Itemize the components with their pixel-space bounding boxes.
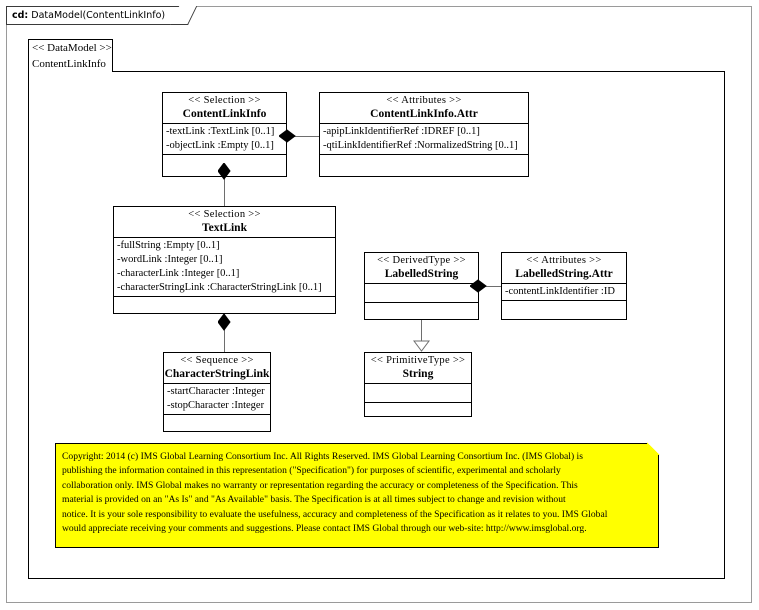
attribute-row: -wordLink :Integer [0..1]: [117, 254, 223, 265]
package-header: << DataModel >> ContentLinkInfo: [28, 39, 113, 72]
class-header: << PrimitiveType >> String: [365, 353, 471, 384]
attribute-row: -contentLinkIdentifier :ID: [505, 286, 615, 297]
connector-contentlinkinfo-to-attr: [287, 136, 319, 137]
class-name: String: [402, 368, 434, 380]
note-line: would appreciate receiving your comments…: [62, 523, 587, 535]
connector-labelledstring-to-attr: [479, 286, 501, 287]
note-line: notice. It is your sole responsibility t…: [62, 508, 608, 520]
class-name: LabelledString: [384, 268, 459, 280]
class-stereotype: << Attributes >>: [386, 95, 462, 106]
generalization-arrow-string: [413, 340, 430, 352]
class-textlink[interactable]: << Selection >> TextLink -fullString :Em…: [113, 206, 336, 314]
attributes-compartment: -contentLinkIdentifier :ID: [502, 284, 626, 301]
attribute-row: -qtiLinkIdentifierRef :NormalizedString …: [323, 140, 518, 151]
attribute-row: -stopCharacter :Integer: [167, 400, 265, 411]
class-stereotype: << Selection >>: [188, 209, 261, 220]
note-line: publishing the information contained in …: [62, 465, 561, 477]
class-header: << DerivedType >> LabelledString: [365, 253, 478, 284]
class-string[interactable]: << PrimitiveType >> String: [364, 352, 472, 417]
connector-contentlinkinfo-to-textlink: [224, 163, 225, 206]
note-line: collaboration only. IMS Global makes no …: [62, 479, 578, 491]
class-header: << Selection >> TextLink: [114, 207, 335, 238]
class-header: << Attributes >> ContentLinkInfo.Attr: [320, 93, 528, 124]
attribute-row: -startCharacter :Integer: [167, 386, 265, 397]
note-line: material is provided on an "As Is" and "…: [62, 494, 566, 506]
operations-compartment: [502, 301, 626, 319]
class-labelledstring[interactable]: << DerivedType >> LabelledString: [364, 252, 479, 320]
note-line: Copyright: 2014 (c) IMS Global Learning …: [62, 451, 583, 462]
class-header: << Sequence >> CharacterStringLink: [164, 353, 270, 384]
operations-compartment: [114, 297, 335, 315]
class-name: CharacterStringLink: [164, 368, 270, 380]
attributes-compartment: -fullString :Empty [0..1] -wordLink :Int…: [114, 238, 335, 297]
attributes-compartment: [365, 384, 471, 403]
diagram-title: DataModel(ContentLinkInfo): [31, 10, 166, 21]
operations-compartment: [320, 155, 528, 173]
class-stereotype: << DerivedType >>: [377, 255, 466, 266]
attribute-row: -characterStringLink :CharacterStringLin…: [117, 282, 322, 293]
class-name: TextLink: [202, 222, 247, 234]
class-contentlinkinfo-attr[interactable]: << Attributes >> ContentLinkInfo.Attr -a…: [319, 92, 529, 177]
attribute-row: -fullString :Empty [0..1]: [117, 240, 220, 251]
class-header: << Attributes >> LabelledString.Attr: [502, 253, 626, 284]
class-stereotype: << Sequence >>: [180, 355, 254, 366]
class-name: ContentLinkInfo.Attr: [370, 108, 478, 120]
connector-textlink-to-characterstringlink: [224, 314, 225, 352]
package-name: ContentLinkInfo: [32, 58, 106, 70]
operations-compartment: [365, 403, 471, 421]
diagram-keyword: cd:: [12, 10, 29, 21]
class-stereotype: << PrimitiveType >>: [370, 355, 466, 366]
attribute-row: -objectLink :Empty [0..1]: [166, 140, 274, 151]
attribute-row: -textLink :TextLink [0..1]: [166, 126, 275, 137]
attributes-compartment: -apipLinkIdentifierRef :IDREF [0..1] -qt…: [320, 124, 528, 155]
class-name: ContentLinkInfo: [182, 108, 267, 120]
class-characterstringlink[interactable]: << Sequence >> CharacterStringLink -star…: [163, 352, 271, 432]
attribute-row: -apipLinkIdentifierRef :IDREF [0..1]: [323, 126, 480, 137]
class-stereotype: << Attributes >>: [526, 255, 602, 266]
attribute-row: -characterLink :Integer [0..1]: [117, 268, 240, 279]
class-stereotype: << Selection >>: [188, 95, 261, 106]
attributes-compartment: [365, 284, 478, 303]
operations-compartment: [365, 303, 478, 321]
class-header: << Selection >> ContentLinkInfo: [163, 93, 286, 124]
class-labelledstring-attr[interactable]: << Attributes >> LabelledString.Attr -co…: [501, 252, 627, 320]
connector-labelledstring-to-string: [421, 320, 422, 348]
package-stereotype: << DataModel >>: [32, 42, 112, 54]
diagram-title-tab: cd: DataModel(ContentLinkInfo): [6, 6, 188, 25]
operations-compartment: [164, 415, 270, 433]
note-fold-corner-icon: [647, 442, 660, 455]
copyright-note: Copyright: 2014 (c) IMS Global Learning …: [55, 442, 660, 548]
attributes-compartment: -startCharacter :Integer -stopCharacter …: [164, 384, 270, 415]
class-name: LabelledString.Attr: [515, 268, 613, 280]
attributes-compartment: -textLink :TextLink [0..1] -objectLink :…: [163, 124, 286, 155]
